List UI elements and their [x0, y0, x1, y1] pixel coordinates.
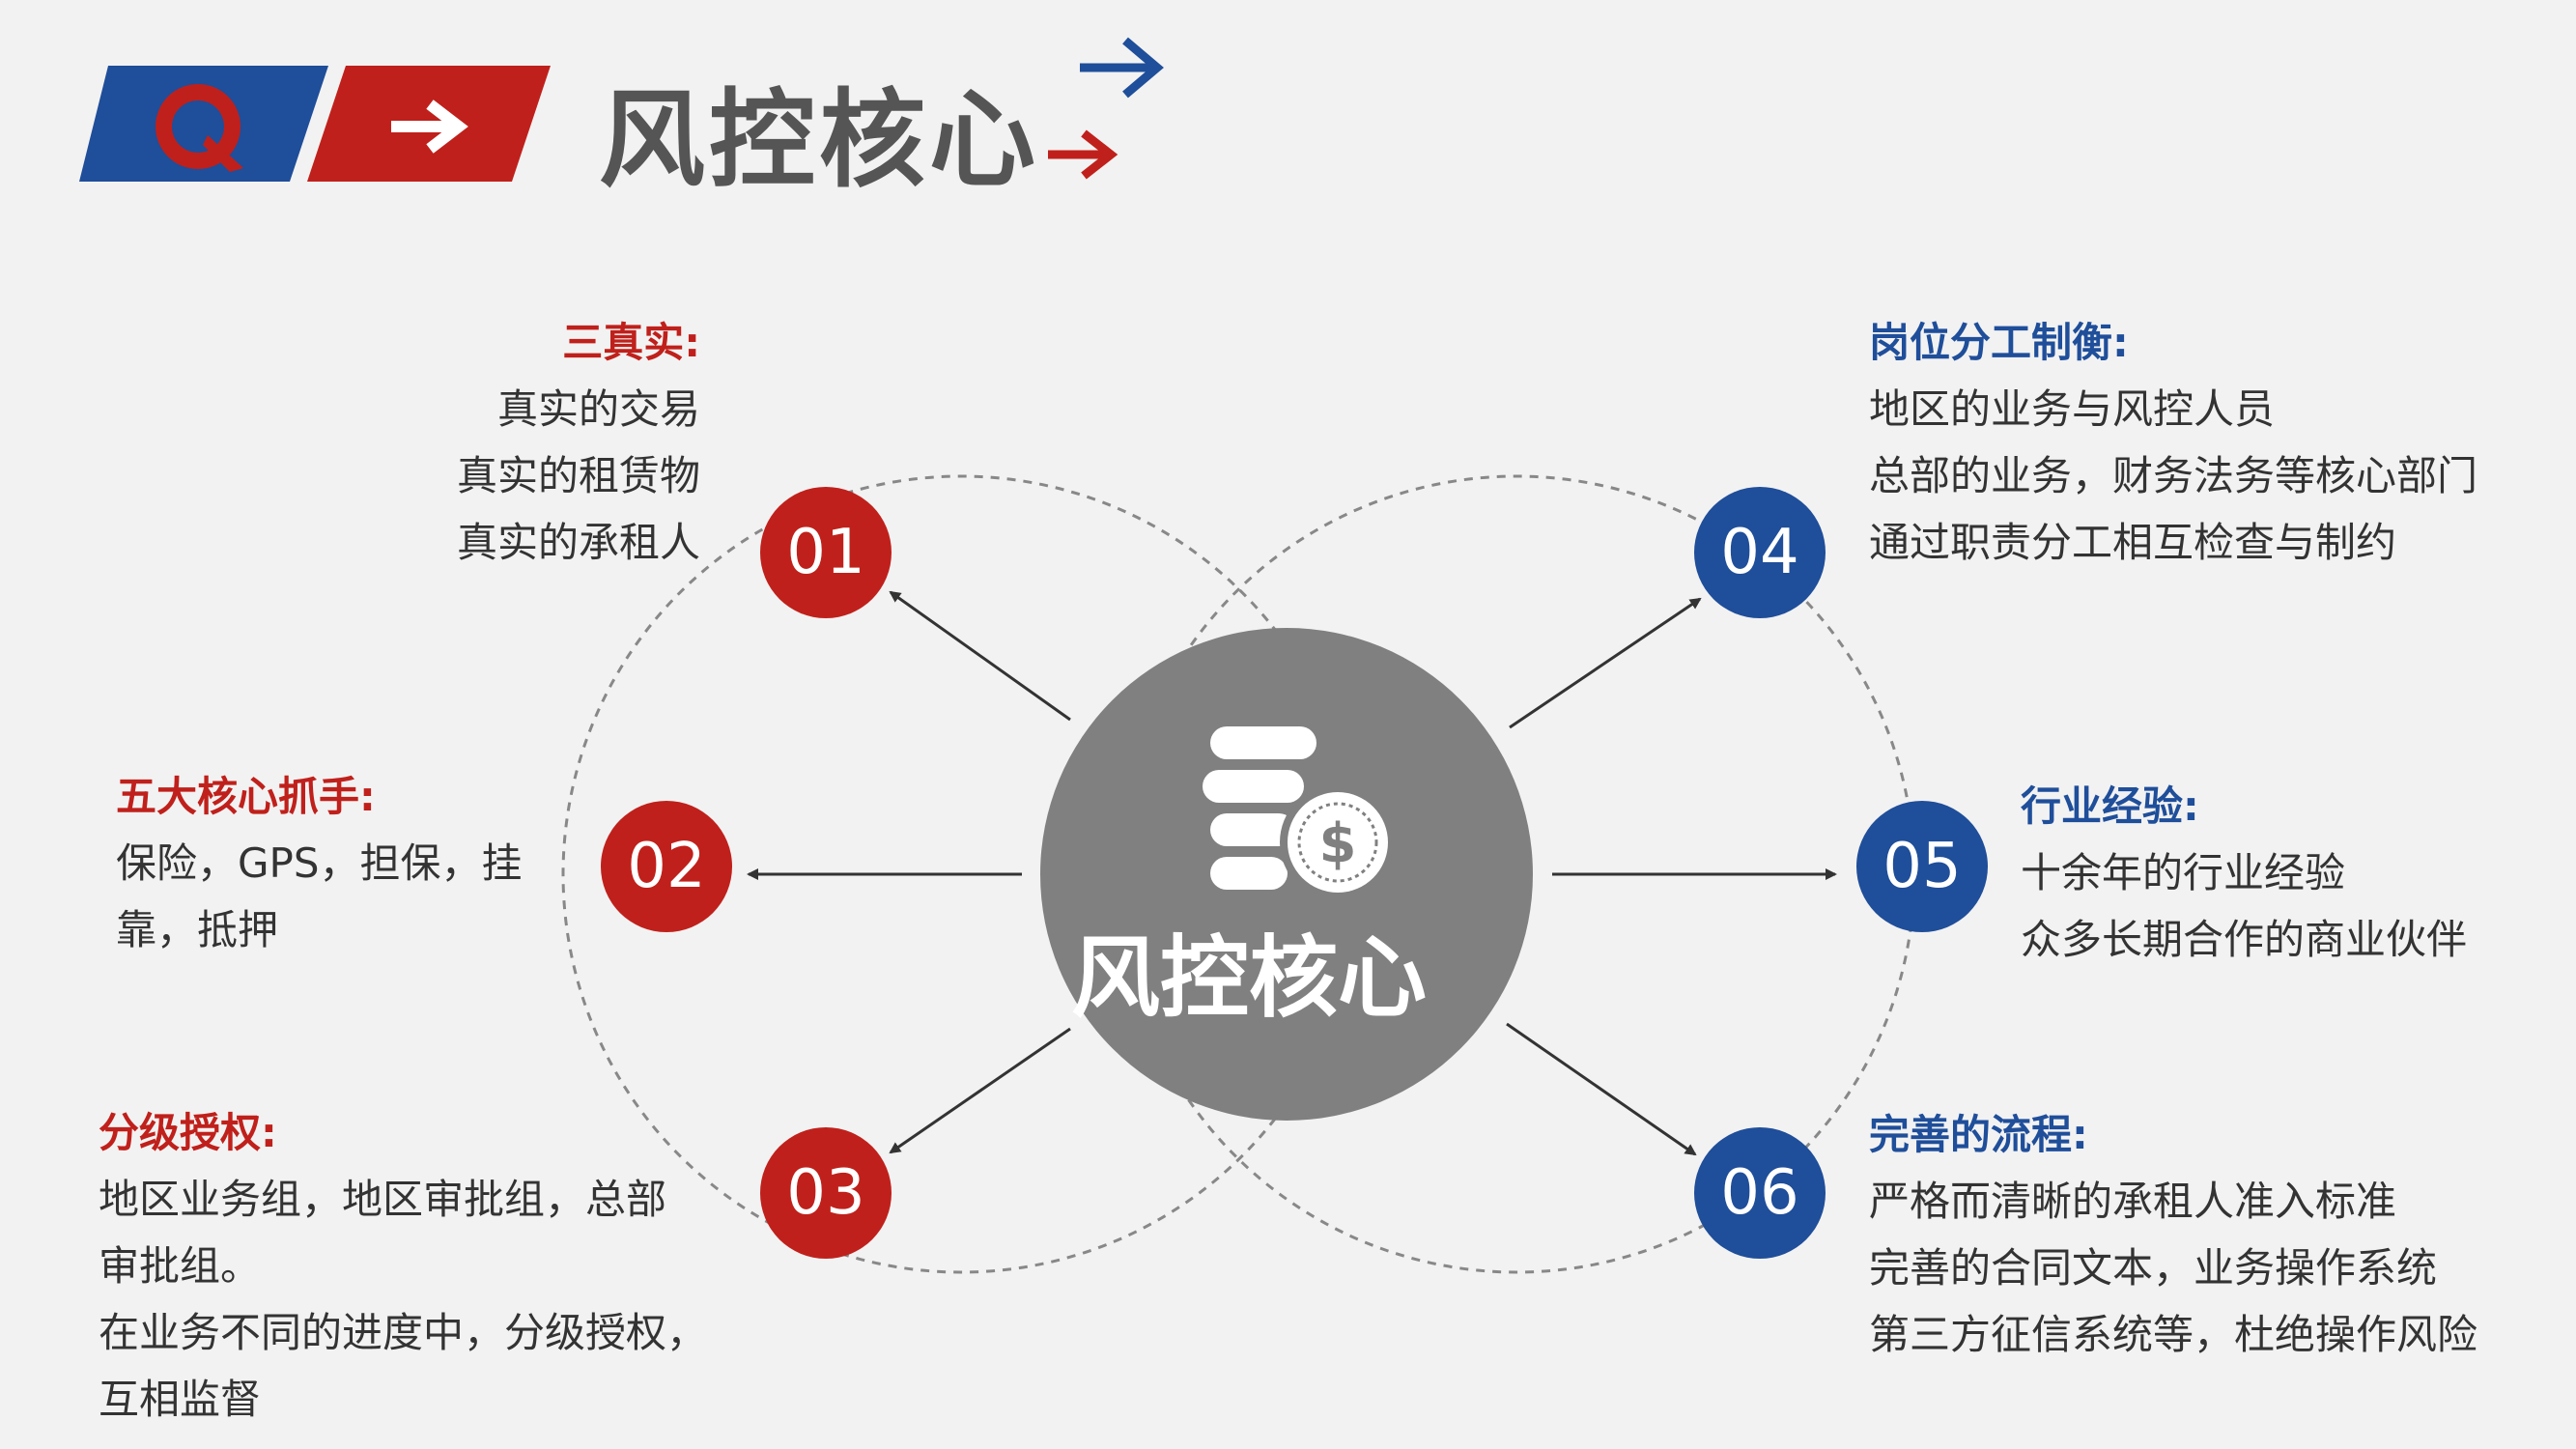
header-logo-banner: [79, 66, 328, 182]
block-line: 完善的合同文本，业务操作系统: [1869, 1244, 2438, 1292]
node-circle-06: [1694, 1127, 1826, 1259]
text-block-04: 岗位分工制衡: 地区的业务与风控人员 总部的业务，财务法务等核心部门 通过职责分…: [1869, 309, 2477, 576]
block-line: 地区业务组，地区审批组，总部: [99, 1176, 667, 1223]
block-line: 地区的业务与风控人员: [1869, 385, 2276, 433]
node-number-04: 04: [1720, 517, 1799, 588]
block-heading: 分级授权:: [99, 1109, 277, 1156]
block-line: 严格而清晰的承租人准入标准: [1869, 1178, 2397, 1225]
node-circle-02: [601, 801, 732, 932]
text-block-02: 五大核心抓手: 保险，GPS，担保，挂 靠，抵押: [116, 763, 523, 963]
block-line: 互相监督: [99, 1376, 262, 1423]
arrow-to-06: [1506, 1022, 1697, 1156]
block-heading: 行业经验:: [2021, 782, 2199, 830]
block-line: 十余年的行业经验: [2021, 849, 2346, 896]
block-line: 总部的业务，财务法务等核心部门: [1869, 452, 2478, 499]
block-line: 真实的租赁物: [456, 452, 700, 499]
arrow-to-01: [889, 590, 1071, 722]
node-number-01: 01: [786, 517, 865, 588]
block-heading: 三真实:: [562, 319, 700, 366]
block-line: 真实的承租人: [456, 519, 700, 566]
node-circle-05: [1856, 801, 1988, 932]
logo-icon: [156, 84, 243, 172]
svg-text:$: $: [1319, 812, 1357, 875]
block-line: 靠，抵押: [116, 906, 279, 953]
node-number-05: 05: [1882, 831, 1962, 902]
node-circle-04: [1694, 487, 1826, 618]
block-line: 真实的交易: [496, 385, 700, 433]
node-number-03: 03: [786, 1157, 865, 1229]
block-line: 在业务不同的进度中，分级授权，: [99, 1309, 708, 1356]
header-arrow-banner: [307, 66, 551, 182]
block-heading: 完善的流程:: [1869, 1111, 2088, 1158]
block-line: 众多长期合作的商业伙伴: [2021, 916, 2468, 963]
node-circle-01: [760, 487, 892, 618]
text-block-06: 完善的流程: 严格而清晰的承租人准入标准 完善的合同文本，业务操作系统 第三方征…: [1869, 1101, 2477, 1368]
block-line: 第三方征信系统等，杜绝操作风险: [1869, 1311, 2478, 1358]
node-circle-03: [760, 1127, 892, 1259]
node-number-06: 06: [1720, 1157, 1799, 1229]
arrow-right-icon: [391, 99, 468, 154]
arrow-to-04: [1509, 597, 1702, 729]
node-number-02: 02: [627, 831, 706, 902]
block-line: 保险，GPS，担保，挂: [116, 839, 523, 887]
hub-label: 风控核心: [1070, 926, 1427, 1030]
decor-arrow-blue-icon: [1080, 37, 1164, 99]
arrow-to-03: [889, 1027, 1071, 1154]
block-line: 审批组。: [99, 1242, 262, 1290]
block-heading: 岗位分工制衡:: [1869, 319, 2129, 366]
text-block-03: 分级授权: 地区业务组，地区审批组，总部 审批组。 在业务不同的进度中，分级授权…: [99, 1099, 707, 1433]
text-block-01: 三真实: 真实的交易 真实的租赁物 真实的承租人: [457, 309, 700, 576]
text-block-05: 行业经验: 十余年的行业经验 众多长期合作的商业伙伴: [2021, 773, 2467, 973]
block-line: 通过职责分工相互检查与制约: [1869, 519, 2397, 566]
page-title: 风控核心: [599, 78, 1039, 202]
decor-arrow-red-icon: [1048, 129, 1118, 180]
block-heading: 五大核心抓手:: [116, 773, 376, 820]
coins-dollar-icon: $: [1203, 726, 1396, 900]
